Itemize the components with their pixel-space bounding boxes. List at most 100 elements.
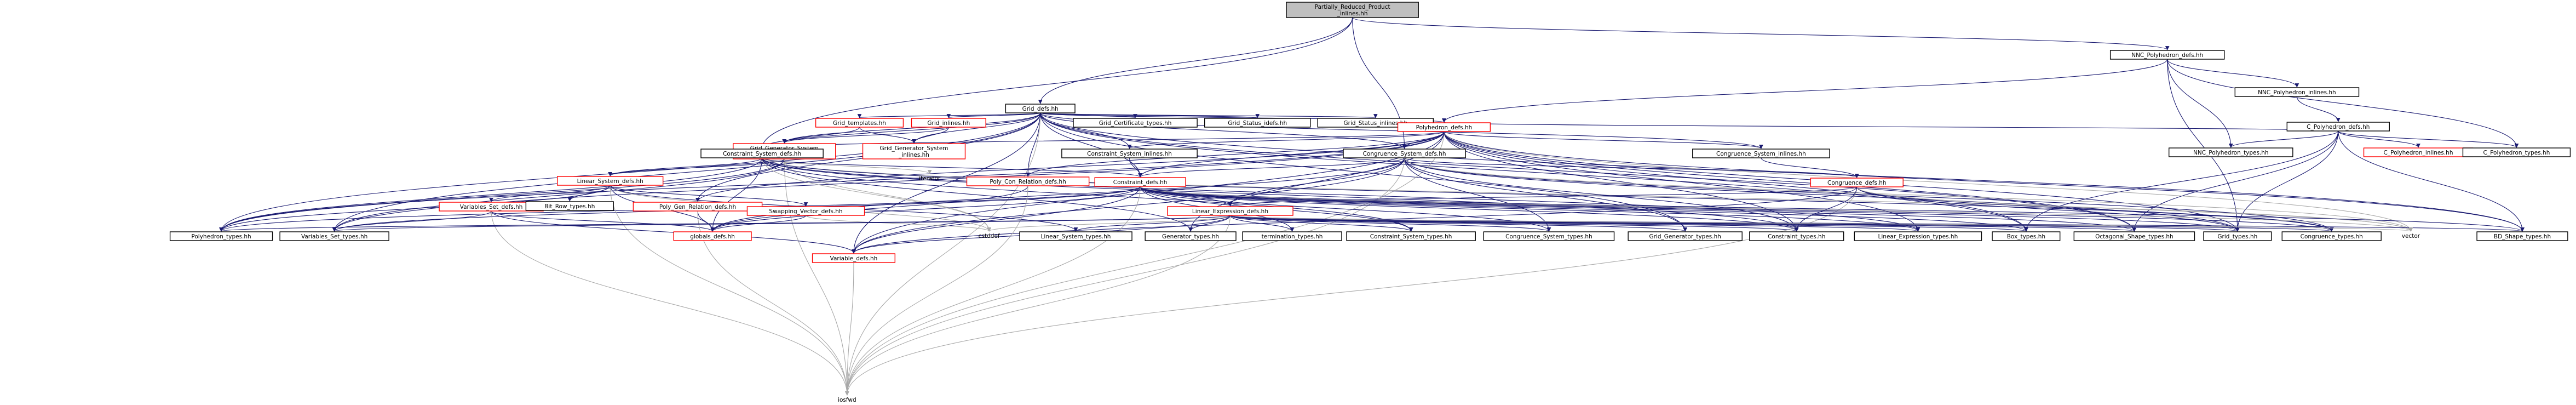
node-box xyxy=(1019,231,1132,241)
edge-grid_inlines-to-grid_gen_sys_inl xyxy=(912,127,949,144)
node-swap-vec-defs[interactable]: Swapping_Vector_defs.hh xyxy=(746,206,865,216)
node-box xyxy=(966,176,1090,186)
node-c-poly-inl[interactable]: C_Polyhedron_inlines.hh xyxy=(2363,147,2474,157)
node-oct-types[interactable]: Octagonal_Shape_types.hh xyxy=(2073,231,2195,241)
node-box xyxy=(169,231,273,241)
node-grid-templates[interactable]: Grid_templates.hh xyxy=(815,118,904,128)
node-nnc-poly-inl[interactable]: NNC_Polyhedron_inlines.hh xyxy=(2234,87,2360,97)
node-cgs-inl[interactable]: Congruence_System_inlines.hh xyxy=(1692,149,1830,158)
node-grid-defs[interactable]: Grid_defs.hh xyxy=(1005,104,1076,113)
node-label: Constraint_types.hh xyxy=(1768,233,1825,240)
edge-nnc_poly_defs-to-grid_types xyxy=(2167,59,2240,232)
node-label: Linear_System_types.hh xyxy=(1041,233,1111,240)
node-layer: Partially_Reduced_Product_inlines.hhNNC_… xyxy=(169,2,2571,403)
edge-cgs_defs-to-globals_defs xyxy=(710,157,1405,232)
edge-grid_defs-to-grid_status_inl xyxy=(1040,112,1377,118)
node-box xyxy=(1073,118,1198,128)
node-vars-set-types[interactable]: Variables_Set_types.hh xyxy=(279,231,389,241)
edge-pgr_defs_a-to-iosfwd xyxy=(845,185,1028,396)
node-grid-types[interactable]: Grid_types.hh xyxy=(2203,231,2272,241)
node-c-poly-defs[interactable]: C_Polyhedron_defs.hh xyxy=(2286,122,2390,132)
node-grid-gen-types[interactable]: Grid_Generator_types.hh xyxy=(1628,231,1743,241)
node-poly-types[interactable]: Polyhedron_types.hh xyxy=(169,231,273,241)
node-box xyxy=(2462,147,2571,157)
edge-swap_vec_defs-to-cstddef xyxy=(805,215,991,232)
node-box-types[interactable]: Box_types.hh xyxy=(1992,231,2061,241)
node-box xyxy=(2281,231,2382,241)
node-box xyxy=(1346,231,1476,241)
node-generator-types[interactable]: Generator_types.hh xyxy=(1145,231,1237,241)
node-congruence-defs[interactable]: Congruence_defs.hh xyxy=(1810,178,1904,187)
node-constraint-defs[interactable]: Constraint_defs.hh xyxy=(1094,177,1186,187)
node-iterator: iterator xyxy=(919,175,941,182)
edge-linexpr_defs-to-linsys_types xyxy=(1073,215,1231,232)
node-c-poly-types[interactable]: C_Polyhedron_types.hh xyxy=(2462,147,2571,157)
edge-root-to-cgs_defs xyxy=(1352,17,1407,149)
node-grid-status-idefs[interactable]: Grid_Status_idefs.hh xyxy=(1204,118,1311,128)
node-linexpr-defs[interactable]: Linear_Expression_defs.hh xyxy=(1167,206,1293,216)
edge-grid_templates-to-grid_gen_sys_defs xyxy=(782,127,860,144)
edge-grid_gen_sys_defs-to-vars_set_types xyxy=(332,158,785,232)
node-pgr-defs-b[interactable]: Poly_Gen_Relation_defs.hh xyxy=(633,202,763,212)
edge-poly_defs-to-cs_inl xyxy=(1127,131,1445,149)
node-cgs-defs[interactable]: Congruence_System_defs.hh xyxy=(1343,149,1466,158)
node-grid-inlines[interactable]: Grid_inlines.hh xyxy=(911,118,986,128)
node-termination-types[interactable]: termination_types.hh xyxy=(1242,231,1342,241)
edge-grid_defs-to-box_types xyxy=(1040,112,2028,232)
node-label: Constraint_defs.hh xyxy=(1113,179,1168,186)
edge-constraint_defs-to-bd_shape_types xyxy=(1140,186,2525,232)
node-cs-types[interactable]: Constraint_System_types.hh xyxy=(1346,231,1476,241)
edge-cgs_defs-to-congruence_defs xyxy=(1404,157,1859,178)
node-label: Grid_types.hh xyxy=(2217,233,2257,240)
node-linear-sys-defs[interactable]: Linear_System_defs.hh xyxy=(556,176,664,186)
node-cgs-types[interactable]: Congruence_System_types.hh xyxy=(1483,231,1615,241)
node-cs-defs[interactable]: Constraint_System_defs.hh xyxy=(700,149,824,158)
edge-congruence_defs-to-congruence_types xyxy=(1856,186,2334,232)
node-linsys-types[interactable]: Linear_System_types.hh xyxy=(1019,231,1132,241)
node-label: globals_defs.hh xyxy=(690,233,735,240)
node-box xyxy=(1343,149,1466,158)
node-cs-inl[interactable]: Constraint_System_inlines.hh xyxy=(1061,149,1198,158)
node-label: _inlines.hh xyxy=(898,152,929,158)
node-label: Grid_Generator_System xyxy=(880,145,948,152)
node-bd-shape-types[interactable]: BD_Shape_types.hh xyxy=(2476,231,2568,241)
node-vars-set-defs[interactable]: Variables_Set_defs.hh xyxy=(439,202,544,212)
edge-pgr_defs_b-to-iosfwd xyxy=(697,210,849,396)
node-grid-gen-sys-inl[interactable]: Grid_Generator_System_inlines.hh xyxy=(862,143,966,159)
node-label: Grid_defs.hh xyxy=(1022,106,1059,112)
node-label: Constraint_System_defs.hh xyxy=(723,151,801,157)
node-linexpr-types[interactable]: Linear_Expression_types.hh xyxy=(1854,231,1982,241)
node-bit-row-types[interactable]: Bit_Row_types.hh xyxy=(525,201,614,211)
node-label: Variables_Set_types.hh xyxy=(301,233,367,240)
node-cstddef: cstddef xyxy=(979,233,1000,239)
edge-cgs_defs-to-vector xyxy=(1404,157,2413,232)
node-root[interactable]: Partially_Reduced_Product_inlines.hh xyxy=(1286,2,1419,18)
node-nnc-poly-types[interactable]: NNC_Polyhedron_types.hh xyxy=(2169,147,2293,157)
node-label: Grid_templates.hh xyxy=(833,120,886,127)
node-label: Grid_Status_idefs.hh xyxy=(1228,120,1287,127)
edge-grid_defs-to-constraint_defs xyxy=(1040,112,1142,178)
node-box xyxy=(1167,206,1293,216)
edge-grid_defs-to-iosfwd xyxy=(845,112,1041,396)
edge-root-to-cs_defs xyxy=(760,17,1353,149)
edge-c_poly_defs-to-c_poly_types xyxy=(2338,130,2519,148)
edge-constraint_defs-to-iosfwd xyxy=(845,186,1141,396)
node-label: Congruence_System_types.hh xyxy=(1505,233,1592,240)
node-label: Partially_Reduced_Product xyxy=(1315,4,1390,10)
edge-grid_defs-to-cs_defs xyxy=(760,112,1041,149)
node-box xyxy=(2109,50,2225,60)
node-constraint-types[interactable]: Constraint_types.hh xyxy=(1749,231,1844,241)
node-box xyxy=(1692,149,1830,158)
node-box xyxy=(673,231,752,241)
node-box xyxy=(1286,2,1419,18)
node-variable-defs[interactable]: Variable_defs.hh xyxy=(812,253,896,263)
node-poly-defs[interactable]: Polyhedron_defs.hh xyxy=(1397,122,1491,132)
node-pgr-defs-a[interactable]: Poly_Con_Relation_defs.hh xyxy=(966,176,1090,186)
node-congruence-types[interactable]: Congruence_types.hh xyxy=(2281,231,2382,241)
node-nnc-poly-defs[interactable]: NNC_Polyhedron_defs.hh xyxy=(2109,50,2225,60)
node-globals-defs[interactable]: globals_defs.hh xyxy=(673,231,752,241)
node-grid-cert-types[interactable]: Grid_Certificate_types.hh xyxy=(1073,118,1198,128)
edge-linear_sys_defs-to-vars_set_defs xyxy=(489,185,611,202)
edge-grid_gen_sys_defs-to-cstddef xyxy=(784,158,992,232)
